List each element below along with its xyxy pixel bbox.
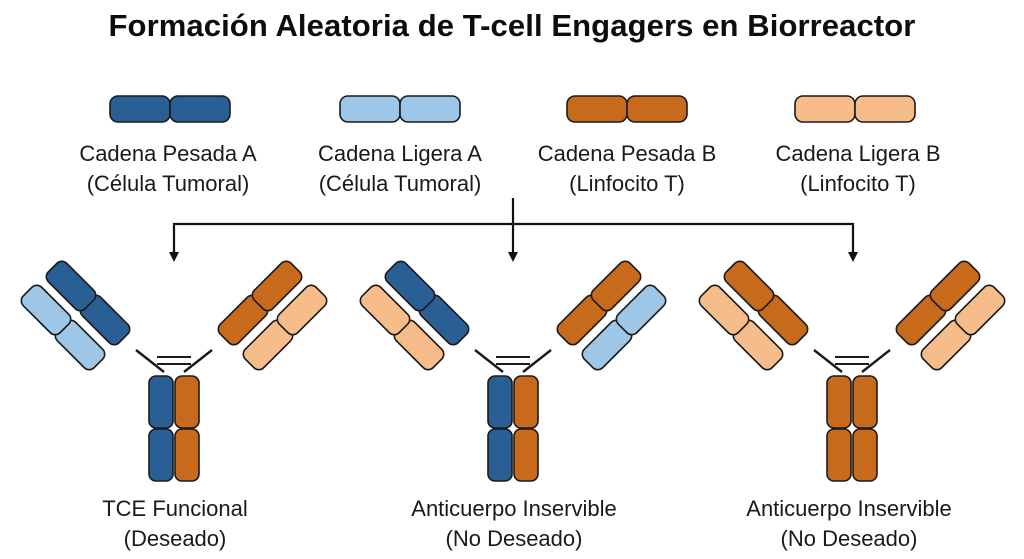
fc-right-upper <box>852 375 878 429</box>
outcome-3-line1: Anticuerpo Inservible <box>746 496 952 521</box>
fab-right-light-upper <box>615 284 667 336</box>
antibody-structures <box>20 260 1006 482</box>
swatch-segment <box>339 95 401 123</box>
fc-left-upper <box>487 375 513 429</box>
outcome-2-line1: Anticuerpo Inservible <box>411 496 617 521</box>
fab-left-light-upper <box>698 284 750 336</box>
outcome-3-line2: (No Deseado) <box>780 526 918 551</box>
legend-label-light-b-line1: Cadena Ligera B <box>775 141 941 166</box>
legend-label-heavy-b: Cadena Pesada B (Linfocito T) <box>507 139 747 199</box>
fc-right-upper <box>513 375 539 429</box>
legend-label-heavy-a-line2: (Célula Tumoral) <box>86 171 250 196</box>
fc-left-upper <box>826 375 852 429</box>
swatch-segment <box>109 95 171 123</box>
legend-swatch-light-b <box>794 95 916 123</box>
fc-left-lower <box>487 428 513 482</box>
outcome-2-line2: (No Deseado) <box>445 526 583 551</box>
legend-label-heavy-b-line2: (Linfocito T) <box>569 171 685 196</box>
swatch-segment <box>854 95 916 123</box>
swatch-segment <box>626 95 688 123</box>
legend-label-light-a: Cadena Ligera A (Célula Tumoral) <box>280 139 520 199</box>
fab-left-heavy-upper <box>45 260 97 312</box>
legend-swatches <box>109 95 916 123</box>
antibody-3 <box>698 260 1006 482</box>
fc-left-lower <box>826 428 852 482</box>
swatch-segment <box>399 95 461 123</box>
hinge-disulfide <box>813 349 891 373</box>
fab-right-heavy-upper <box>251 260 303 312</box>
fab-left-light-upper <box>20 284 72 336</box>
legend-label-light-b-line2: (Linfocito T) <box>800 171 916 196</box>
antibody-1 <box>20 260 328 482</box>
arrow-branches <box>172 222 855 257</box>
fc-right-upper <box>174 375 200 429</box>
hinge-disulfide <box>135 349 213 373</box>
distribution-arrows <box>169 198 858 262</box>
legend-label-light-a-line2: (Célula Tumoral) <box>318 171 482 196</box>
antibody-2 <box>359 260 667 482</box>
legend-label-light-a-line1: Cadena Ligera A <box>318 141 482 166</box>
swatch-segment <box>794 95 856 123</box>
fab-right-heavy-upper <box>929 260 981 312</box>
fab-left-light-upper <box>359 284 411 336</box>
fab-right-light-upper <box>954 284 1006 336</box>
outcome-label-functional: TCE Funcional (Deseado) <box>55 494 295 554</box>
fab-right-heavy-upper <box>590 260 642 312</box>
legend-swatch-heavy-b <box>566 95 688 123</box>
outcome-label-homodimer: Anticuerpo Inservible (No Deseado) <box>699 494 999 554</box>
outcome-1-line1: TCE Funcional <box>102 496 248 521</box>
fab-right-light-upper <box>276 284 328 336</box>
fab-left-heavy-upper <box>723 260 775 312</box>
fc-right-lower <box>174 428 200 482</box>
fc-right-lower <box>852 428 878 482</box>
legend-swatch-light-a <box>339 95 461 123</box>
legend-label-heavy-a: Cadena Pesada A (Célula Tumoral) <box>48 139 288 199</box>
legend-swatch-heavy-a <box>109 95 231 123</box>
outcome-1-line2: (Deseado) <box>123 526 227 551</box>
hinge-disulfide <box>474 349 552 373</box>
legend-label-heavy-a-line1: Cadena Pesada A <box>79 141 257 166</box>
diagram-title: Formación Aleatoria de T-cell Engagers e… <box>108 8 916 43</box>
fc-left-lower <box>148 428 174 482</box>
legend-label-heavy-b-line1: Cadena Pesada B <box>537 141 717 166</box>
outcome-label-mispaired: Anticuerpo Inservible (No Deseado) <box>364 494 664 554</box>
swatch-segment <box>169 95 231 123</box>
fc-left-upper <box>148 375 174 429</box>
fc-right-lower <box>513 428 539 482</box>
swatch-segment <box>566 95 628 123</box>
legend-label-light-b: Cadena Ligera B (Linfocito T) <box>738 139 978 199</box>
fab-left-heavy-upper <box>384 260 436 312</box>
